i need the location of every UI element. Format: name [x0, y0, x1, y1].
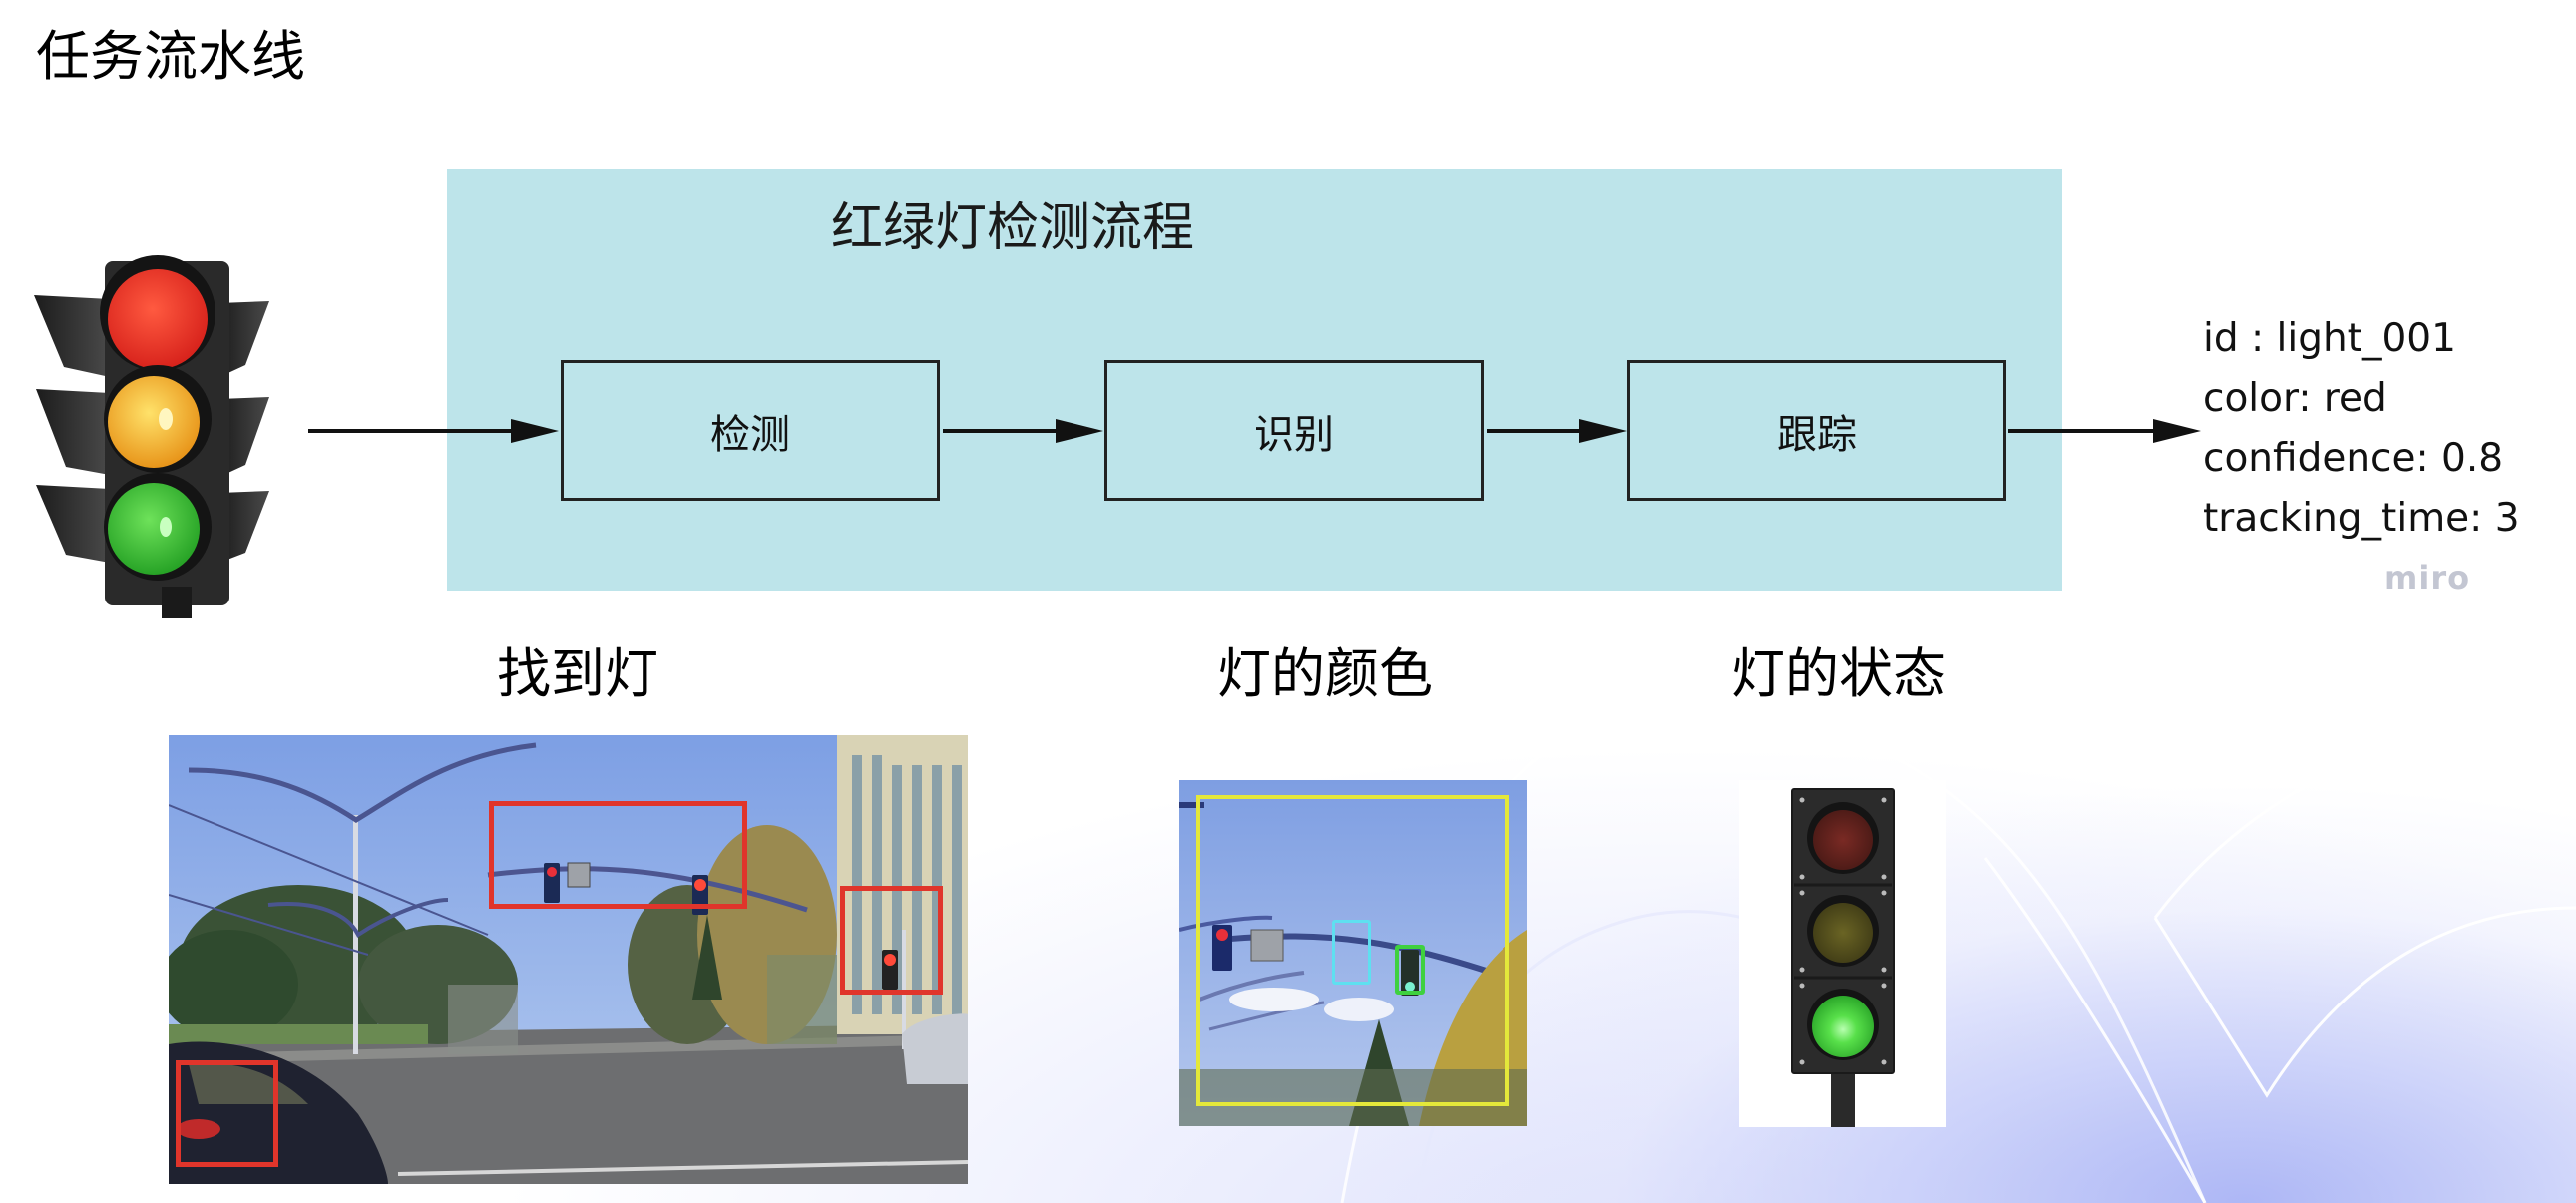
- step-track-label: 跟踪: [1777, 411, 1857, 458]
- step-recognize-box[interactable]: 识别: [1104, 360, 1484, 501]
- traffic-light-icon: [34, 255, 269, 618]
- step-detect-box[interactable]: 检测: [561, 360, 940, 501]
- output-tracking-time: tracking_time: 3: [2203, 496, 2520, 541]
- green-traffic-light-icon: [1791, 788, 1895, 1127]
- light-color-photo: [1179, 780, 1527, 1126]
- section-label-find-light: 找到灯: [497, 642, 658, 705]
- output-arrowhead-icon: [2153, 419, 2201, 443]
- detection-box-right-signal: [840, 886, 943, 995]
- output-color: color: red: [2203, 376, 2387, 421]
- section-label-light-state: 灯的状态: [1731, 642, 1946, 705]
- arrow-detect-to-recognize-head-icon: [1056, 419, 1103, 443]
- step-track-box[interactable]: 跟踪: [1627, 360, 2006, 501]
- detection-box-overhead-signals: [489, 801, 747, 909]
- detection-box-green: [1395, 945, 1425, 995]
- detection-box-cyan: [1332, 920, 1371, 985]
- pipeline-panel: [447, 169, 2062, 591]
- detection-box-car-taillight: [176, 1060, 278, 1167]
- input-arrow-line: [308, 429, 518, 433]
- output-confidence: confidence: 0.8: [2203, 436, 2504, 481]
- light-state-image: [1739, 780, 1946, 1127]
- step-detect-label: 检测: [710, 411, 790, 458]
- arrow-recognize-to-track-head-icon: [1579, 419, 1627, 443]
- output-info: id : light_001 color: red confidence: 0.…: [2203, 309, 2520, 549]
- section-label-light-color: 灯的颜色: [1217, 642, 1433, 705]
- page-title: 任务流水线: [36, 25, 305, 88]
- arrow-detect-to-recognize-line: [943, 429, 1063, 433]
- input-arrowhead-icon: [511, 419, 559, 443]
- arrow-recognize-to-track-line: [1487, 429, 1586, 433]
- step-recognize-label: 识别: [1254, 411, 1334, 458]
- detection-box-yellow: [1196, 795, 1509, 1106]
- street-scene-photo: [169, 735, 968, 1184]
- output-arrow-line: [2008, 429, 2158, 433]
- miro-watermark: miro: [2384, 559, 2471, 597]
- pipeline-title: 红绿灯检测流程: [831, 199, 1195, 258]
- output-id: id : light_001: [2203, 316, 2456, 361]
